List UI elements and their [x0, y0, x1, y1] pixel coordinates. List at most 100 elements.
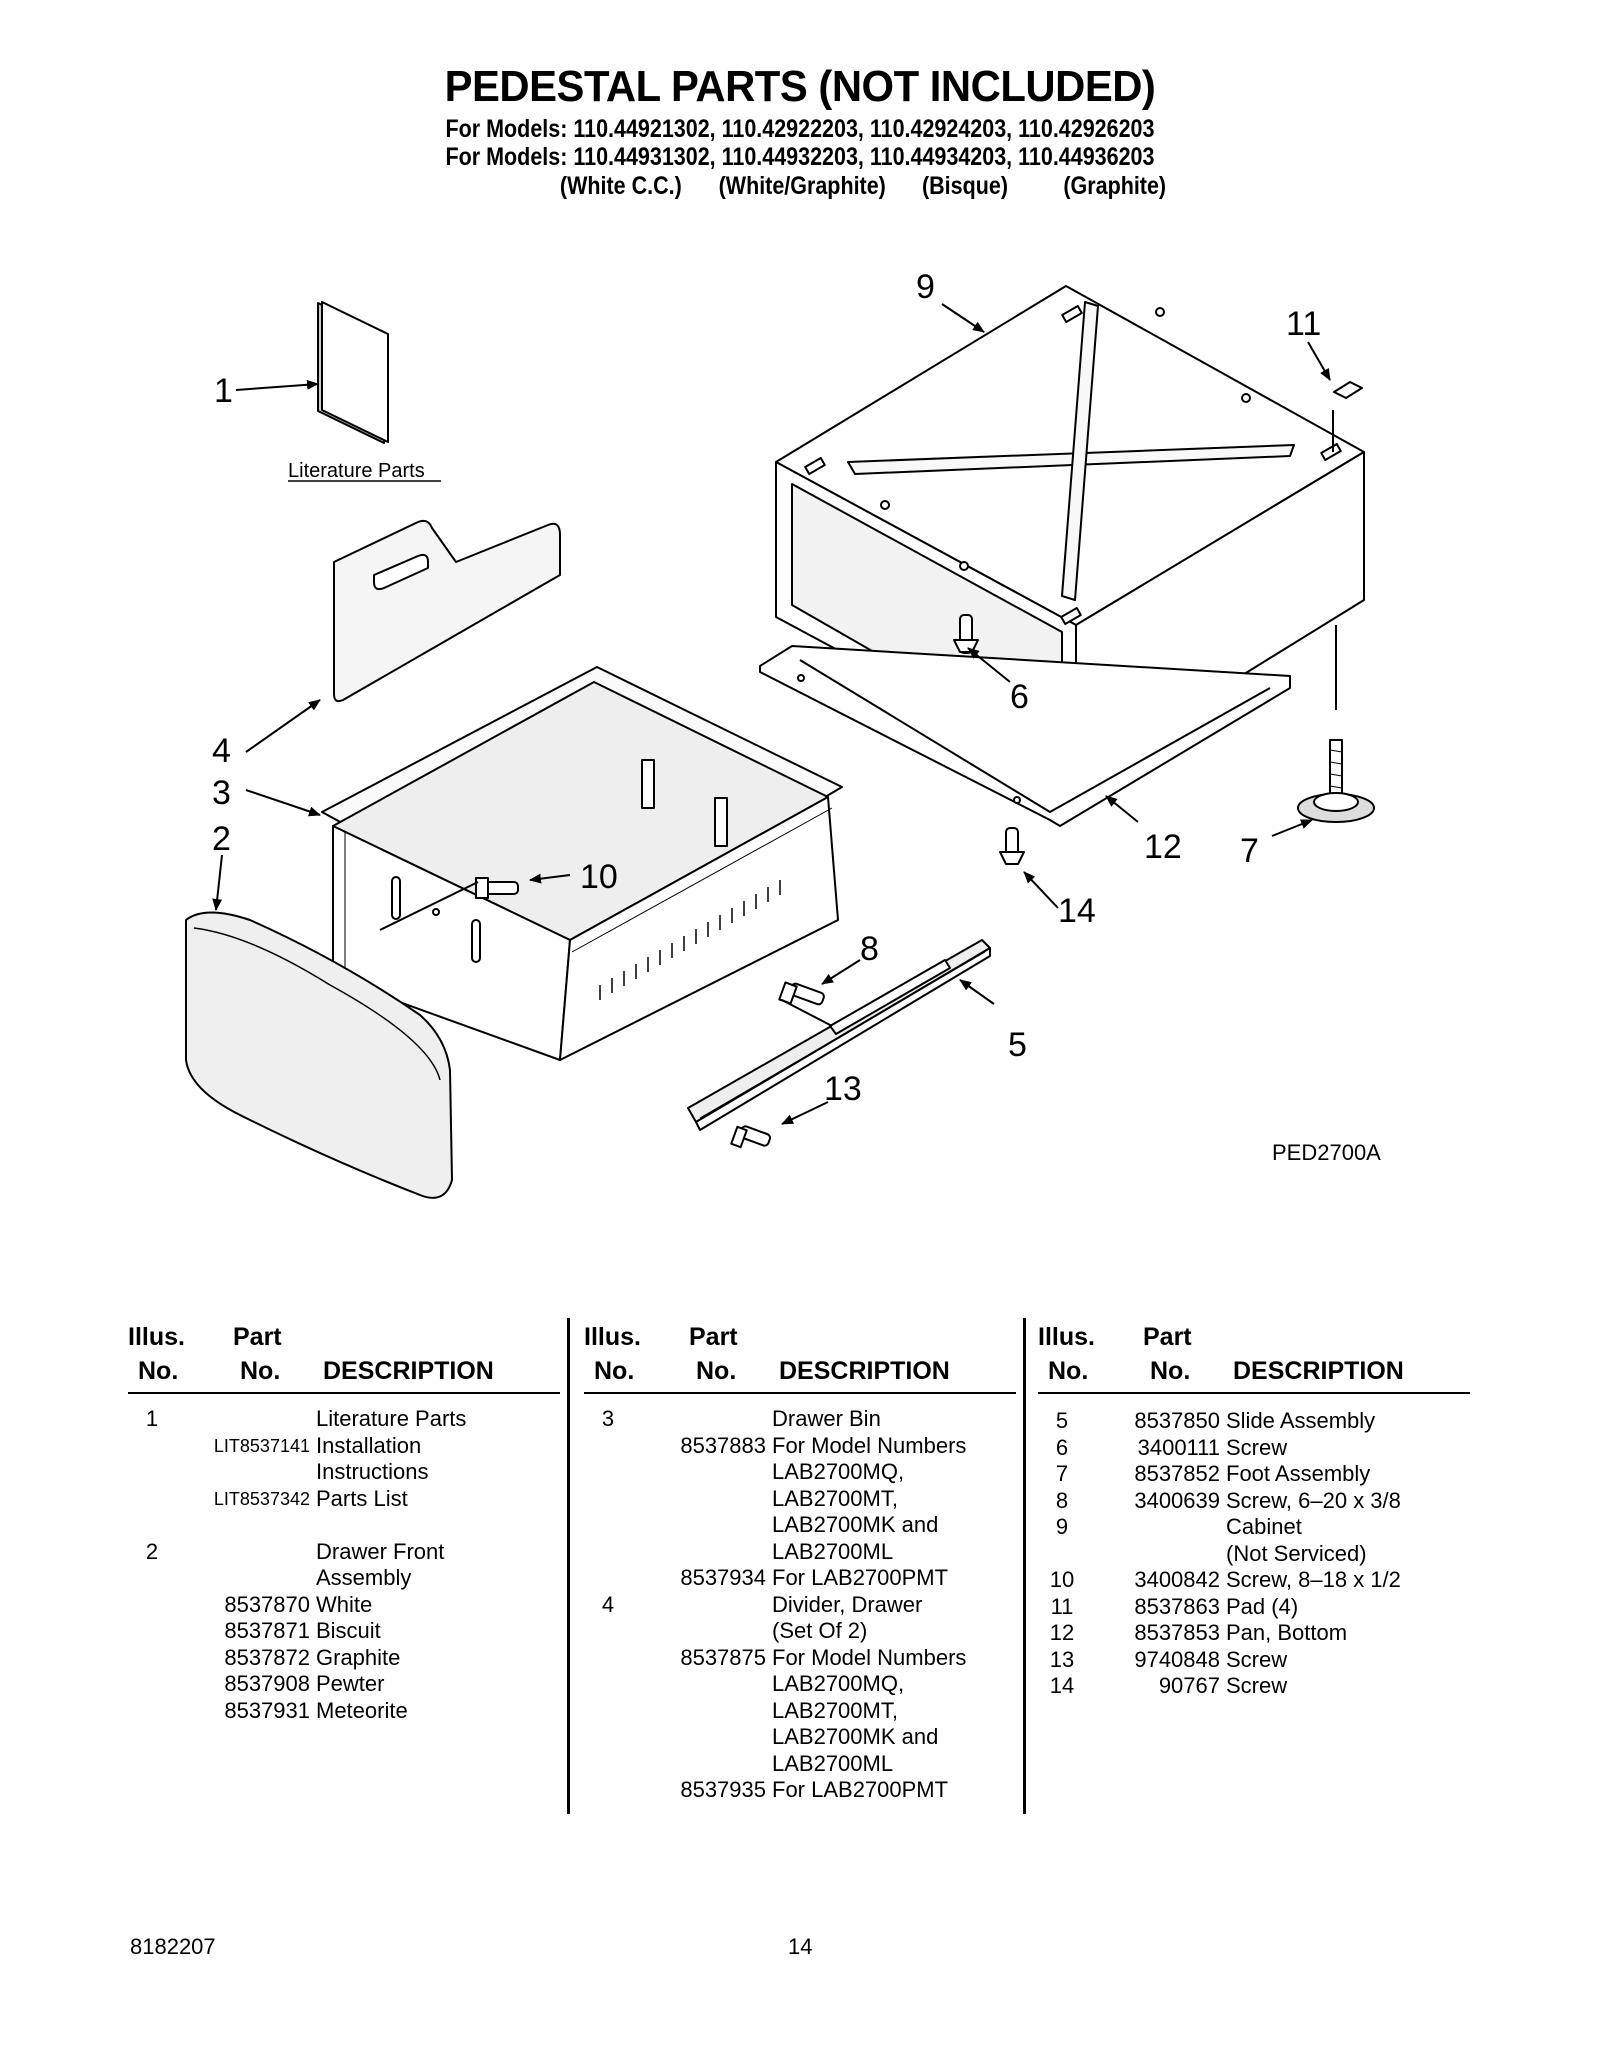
page-title: PEDESTAL PARTS (NOT INCLUDED) [444, 62, 1156, 111]
header-illus: Illus. [128, 1323, 185, 1351]
part-number: 8537870 [224, 1591, 310, 1617]
part-description: For Model Numbers [772, 1432, 967, 1458]
part-description: Cabinet [1226, 1514, 1302, 1539]
part-number: 8537931 [224, 1697, 310, 1723]
part-description: For LAB2700PMT [772, 1777, 949, 1802]
part-description: Parts List [316, 1485, 408, 1511]
illus-number: 4 [601, 1591, 615, 1617]
part-description: Foot Assembly [1226, 1461, 1371, 1486]
part-description: LAB2700MQ, [772, 1459, 905, 1484]
part-description: Screw, 8–18 x 1/2 [1226, 1567, 1401, 1592]
drawer-front [185, 911, 453, 1199]
header-illus-no: No. [1048, 1357, 1089, 1385]
header-illus-no: No. [594, 1357, 635, 1385]
bottom-pan [759, 645, 1291, 827]
part-description: Screw, 6–20 x 3/8 [1226, 1487, 1401, 1513]
drawer-divider [333, 519, 561, 703]
header-description: DESCRIPTION [1233, 1357, 1404, 1385]
part-number: LIT8537141 [213, 1435, 310, 1456]
part-number: 8537852 [1134, 1461, 1220, 1486]
header-illus-no: No. [138, 1357, 179, 1385]
callout-7: 7 [1240, 832, 1259, 870]
part-description: Graphite [316, 1644, 401, 1670]
leveling-foot [1297, 739, 1375, 823]
part-description: Assembly [316, 1565, 412, 1590]
part-number: 8537875 [680, 1644, 766, 1670]
color-white-cc: (White C.C.) [559, 172, 682, 200]
color-graphite: (Graphite) [1063, 172, 1167, 200]
header-part: Part [689, 1323, 738, 1351]
callout-3: 3 [212, 774, 231, 812]
part-number: 3400639 [1134, 1487, 1220, 1513]
illus-number: 2 [145, 1538, 159, 1564]
illus-number: 14 [1049, 1673, 1075, 1698]
part-description: Screw [1226, 1646, 1288, 1672]
column-header: Illus. No. Part No. DESCRIPTION [128, 1318, 560, 1394]
illus-number: 9 [1055, 1514, 1069, 1539]
diagram-reference-code: PED2700A [1272, 1140, 1381, 1165]
page-number: 14 [788, 1934, 813, 1959]
part-number: 8537935 [680, 1777, 766, 1802]
exploded-parts-diagram: 1 2 3 4 5 6 7 8 9 10 11 12 13 14 Literat… [185, 268, 1381, 1199]
slide-assembly [687, 939, 991, 1131]
part-number: 8537871 [224, 1618, 310, 1643]
color-white-graphite: (White/Graphite) [718, 172, 886, 200]
callout-14: 14 [1058, 892, 1096, 930]
part-description: For LAB2700PMT [772, 1565, 949, 1590]
header-part-no: No. [1150, 1357, 1191, 1385]
part-description: Drawer Bin [772, 1406, 881, 1431]
illus-number: 11 [1050, 1593, 1074, 1619]
illus-number: 1 [145, 1406, 159, 1431]
column-divider [1023, 1318, 1026, 1814]
part-number: LIT8537342 [213, 1488, 310, 1509]
part-description: Drawer Front [316, 1538, 445, 1564]
callout-13: 13 [824, 1070, 862, 1108]
illus-number: 6 [1055, 1434, 1069, 1460]
illus-number: 8 [1055, 1487, 1069, 1513]
column-header: Illus. No. Part No. DESCRIPTION [584, 1318, 1016, 1394]
illus-number: 5 [1055, 1408, 1069, 1433]
part-description: (Set Of 2) [772, 1618, 868, 1643]
illus-number: 10 [1049, 1567, 1075, 1592]
header-part: Part [1143, 1323, 1192, 1351]
part-description: LAB2700MK and [772, 1512, 939, 1537]
models-line-1: For Models: 110.44921302, 110.42922203, … [445, 115, 1155, 143]
callout-12: 12 [1144, 828, 1182, 866]
part-description: Literature Parts [316, 1406, 467, 1431]
header-illus: Illus. [1038, 1323, 1095, 1351]
part-number: 8537872 [224, 1644, 310, 1670]
part-number: 8537883 [680, 1432, 766, 1458]
header-description: DESCRIPTION [323, 1357, 494, 1385]
part-description: LAB2700MT, [772, 1485, 898, 1511]
part-description: LAB2700MT, [772, 1697, 898, 1723]
part-number: 8537934 [680, 1565, 766, 1590]
callout-6: 6 [1010, 678, 1029, 716]
color-bisque: (Bisque) [922, 172, 1008, 200]
part-description: Screw [1226, 1434, 1288, 1460]
illus-number: 3 [601, 1406, 615, 1431]
part-description: Biscuit [316, 1618, 381, 1643]
part-description: LAB2700MQ, [772, 1671, 905, 1696]
header-description: DESCRIPTION [779, 1357, 950, 1385]
column-divider [567, 1318, 570, 1814]
callout-4: 4 [212, 732, 231, 770]
callout-9: 9 [916, 268, 935, 306]
foot-pad [1333, 381, 1363, 399]
column-header: Illus. No. Part No. DESCRIPTION [1038, 1318, 1470, 1394]
part-description: Pewter [316, 1671, 385, 1696]
callout-1: 1 [214, 372, 233, 410]
screw-13 [730, 1125, 772, 1149]
part-description: White [316, 1591, 373, 1617]
part-number: 8537853 [1134, 1620, 1220, 1645]
part-number: 9740848 [1134, 1646, 1220, 1672]
document-number: 8182207 [130, 1934, 216, 1959]
header-part: Part [233, 1323, 282, 1351]
part-number: 8537908 [224, 1671, 310, 1696]
models-line-2: For Models: 110.44931302, 110.44932203, … [445, 143, 1155, 171]
illus-number: 12 [1049, 1620, 1075, 1645]
part-description: Meteorite [316, 1697, 408, 1723]
literature-booklet [317, 301, 389, 444]
illus-number: 7 [1055, 1461, 1069, 1486]
illus-number: 13 [1049, 1646, 1075, 1672]
callout-2: 2 [212, 820, 231, 858]
